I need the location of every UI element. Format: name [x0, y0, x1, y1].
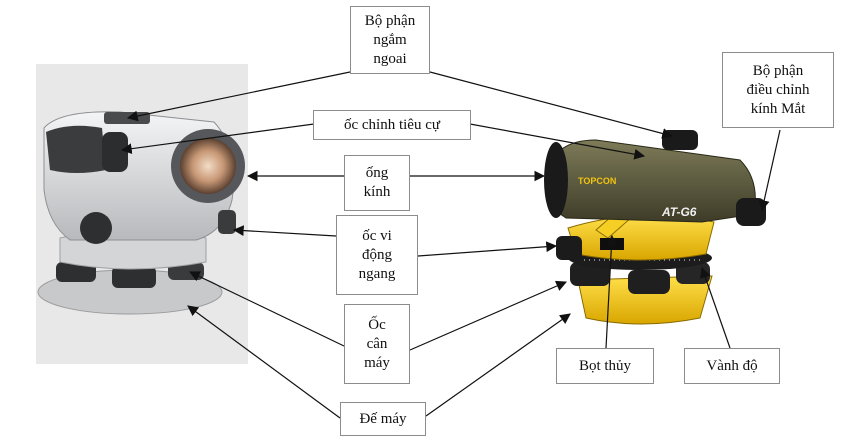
arrow-can-may-left	[189, 271, 345, 347]
left-focus-knob	[102, 132, 128, 172]
arrow-tieu-cu-left	[120, 123, 315, 155]
label-vanh-do: Vành độ	[684, 348, 780, 384]
arrow-ngam-ngoai-left	[126, 71, 351, 122]
label-vanh-do-text: Vành độ	[706, 357, 758, 374]
label-bo-phan-ngam-ngoai-text: Bộ phận ngắm ngoai	[364, 12, 416, 67]
label-bot-thuy-text: Bọt thủy	[578, 357, 632, 374]
right-model-text: AT-G6	[661, 205, 697, 219]
arrow-vi-dong-left	[232, 225, 337, 237]
left-tangent-screw	[80, 212, 112, 244]
label-ong-kinh: ống kính	[344, 155, 410, 211]
right-eyepiece	[736, 198, 766, 226]
label-oc-chinh-tieu-cu: ốc chỉnh tiêu cự	[313, 110, 471, 140]
label-oc-can-may: Ốc cân máy	[344, 304, 410, 384]
arrow-can-may-right	[409, 280, 567, 351]
right-base	[577, 275, 713, 325]
label-ong-kinh-text: ống kính	[363, 165, 391, 200]
label-bot-thuy: Bọt thủy	[556, 348, 654, 384]
pointer-arrows	[120, 71, 781, 419]
arrow-de-may-left	[187, 305, 341, 419]
label-bo-phan-dieu-chinh-text: Bộ phận điều chỉnh kính Mắt	[746, 62, 810, 117]
left-dark-side-panel	[46, 125, 106, 173]
arrow-ngam-ngoai-right	[429, 71, 674, 139]
label-de-may-text: Đế máy	[359, 410, 407, 427]
right-brand-text: TOPCON	[578, 176, 616, 186]
arrow-tieu-cu-right	[469, 123, 646, 160]
label-bo-phan-ngam-ngoai: Bộ phận ngắm ngoai	[350, 6, 430, 74]
left-sight	[104, 112, 150, 124]
right-tangent-knob	[556, 236, 582, 260]
arrow-de-may-right	[425, 313, 571, 417]
label-oc-chinh-tieu-cu-text: ốc chỉnh tiêu cự	[343, 116, 440, 133]
right-sight	[662, 130, 698, 150]
right-level-instrument: TOPCON AT-G6	[544, 130, 766, 325]
left-level-instrument	[36, 64, 248, 364]
label-oc-vi-dong-ngang: ốc vi động ngang	[336, 215, 418, 295]
label-de-may: Đế máy	[340, 402, 426, 436]
arrow-dieu-chinh	[758, 129, 781, 212]
arrow-bot-thuy	[605, 234, 617, 349]
label-oc-can-may-text: Ốc cân máy	[364, 316, 390, 371]
label-oc-vi-dong-ngang-text: ốc vi động ngang	[358, 227, 396, 282]
label-bo-phan-dieu-chinh: Bộ phận điều chỉnh kính Mắt	[722, 52, 834, 128]
arrow-vi-dong-right	[417, 241, 558, 257]
left-lens	[180, 138, 236, 194]
right-front-lens-ring	[544, 142, 568, 218]
left-side-knob	[218, 210, 236, 234]
arrow-vanh-do	[700, 266, 731, 349]
